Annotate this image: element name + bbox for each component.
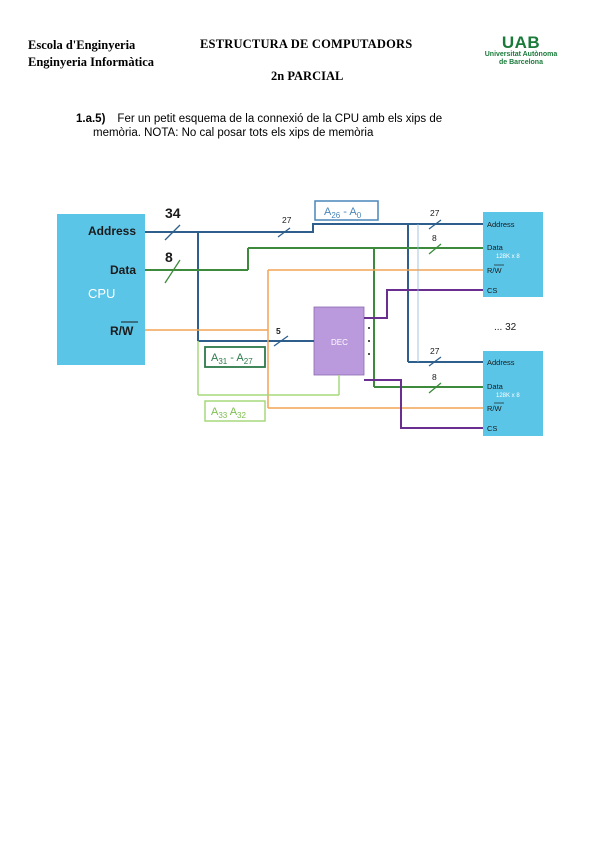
chip-1-rw-pin: R/W (487, 266, 503, 275)
memory-chip-2 (483, 351, 543, 436)
question-text-line-2: memòria. NOTA: No cal posar tots els xip… (93, 127, 374, 139)
data-width-marks (164, 243, 442, 394)
uab-logo-mark: UAB (501, 33, 541, 52)
decoder-dot-2 (368, 340, 370, 342)
chip-1-data-slash (428, 243, 442, 255)
chip-2-cs-pin: CS (487, 424, 497, 433)
chip-2-address-width: 27 (430, 346, 440, 356)
question-number: 1.a.5) (76, 113, 106, 125)
top-address-label-box (204, 400, 266, 422)
decoder-input-slash (273, 335, 289, 347)
decoder-dot-3 (368, 353, 370, 355)
data-width-slash (164, 259, 181, 284)
school-name: Escola d'Enginyeria Enginyeria Informàti… (28, 37, 154, 71)
data-bus (145, 247, 483, 388)
cpu-block (57, 214, 145, 365)
cpu-rw-label: R/W (110, 324, 134, 338)
address-bus (145, 223, 483, 363)
chip-2-data-slash (428, 382, 442, 394)
top-address-label: A33 A32 (211, 406, 246, 420)
question-text-line-1: Fer un petit esquema de la connexió de l… (117, 113, 443, 125)
cpu-label: CPU (88, 286, 115, 301)
chip-1-address-slash (428, 219, 442, 230)
chip-1-address-pin: Address (487, 220, 515, 229)
chip-2-address-slash (428, 356, 442, 367)
question-statement: 1.a.5) Fer un petit esquema de la connexi… (76, 112, 516, 140)
chip-select-lines (364, 289, 483, 429)
decoder-block (313, 306, 365, 376)
decoder-input-width: 5 (276, 326, 281, 336)
address-width: 34 (165, 205, 181, 221)
address-width-slash (164, 224, 181, 241)
chip-1-size: 128K x 8 (496, 254, 520, 260)
chip-2-rw-pin: R/W (487, 404, 503, 413)
chip-2-size: 128K x 8 (496, 393, 520, 399)
high-address-bits-line (197, 341, 340, 396)
decoder-label: DEC (331, 338, 348, 347)
decoder-dot-1 (368, 327, 370, 329)
rw-line (145, 269, 483, 409)
low-address-label-box (314, 200, 379, 221)
chip-1-data-pin: Data (487, 243, 504, 252)
chip-count-label: ... 32 (494, 322, 517, 333)
cpu-data-label: Data (110, 263, 136, 277)
data-width: 8 (165, 249, 173, 265)
chip-2-address-pin: Address (487, 358, 515, 367)
high-address-label: A31 - A27 (211, 352, 253, 366)
chip-1-address-width: 27 (430, 208, 440, 218)
chip-1-data-width: 8 (432, 233, 437, 243)
chip-1-cs-pin: CS (487, 286, 497, 295)
low-address-label: A26 - A0 (324, 206, 362, 220)
memory-chip-1 (483, 212, 543, 297)
width-marks (164, 219, 442, 367)
high-address-label-box (204, 346, 266, 368)
cpu-address-label: Address (88, 224, 136, 238)
chip-2-data-pin: Data (487, 382, 504, 391)
low-address-width: 27 (282, 215, 292, 225)
uab-logo: UAB Universitat Autònoma de Barcelona (476, 34, 566, 67)
chip-2-data-width: 8 (432, 372, 437, 382)
uab-logo-line-1: Universitat Autònoma (484, 51, 558, 58)
low-address-slash (277, 227, 291, 238)
school-line-2: Enginyeria Informàtica (28, 55, 155, 69)
exam-title: 2n PARCIAL (271, 69, 344, 83)
course-title: ESTRUCTURA DE COMPUTADORS (200, 37, 413, 51)
uab-logo-line-2: de Barcelona (499, 59, 543, 66)
school-line-1: Escola d'Enginyeria (28, 38, 136, 52)
